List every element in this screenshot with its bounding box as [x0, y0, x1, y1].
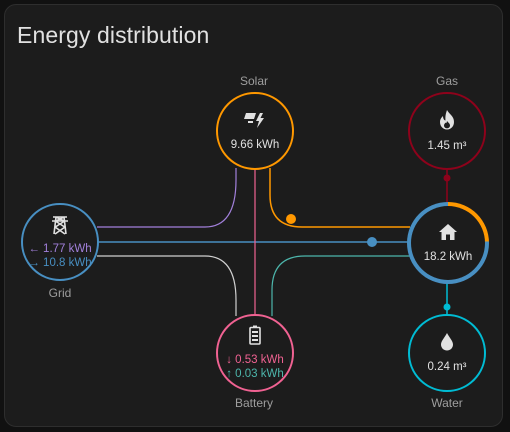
home-node[interactable]: 18.2 kWh: [411, 206, 485, 280]
water-home-flow-dot: [443, 303, 451, 311]
battery-label: Battery: [234, 396, 273, 410]
solar-node[interactable]: 9.66 kWh: [216, 92, 294, 170]
battery-out-value: ↓ 0.53 kWh: [226, 354, 284, 366]
solar-power-icon: [244, 111, 266, 134]
battery-home-flow: [271, 255, 410, 316]
gas-value: 1.45 m³: [427, 139, 467, 152]
grid-label: Grid: [48, 286, 72, 300]
solar-home-flow-dot: [286, 214, 296, 224]
battery-in-value: ↑ 0.03 kWh: [226, 368, 284, 380]
card-title: Energy distribution: [17, 22, 210, 48]
grid-home-flow-dot: [367, 237, 377, 247]
water-label: Water: [431, 396, 463, 410]
gas-home-flow-dot: [443, 174, 451, 182]
water-value: 0.24 m³: [427, 360, 467, 373]
battery-node[interactable]: ↓ 0.53 kWh ↑ 0.03 kWh: [216, 314, 294, 392]
battery-icon: [249, 325, 261, 350]
fire-icon: [438, 109, 456, 135]
grid-consumption-value: ← 1.77 kWh: [28, 242, 92, 255]
solar-label: Solar: [239, 74, 268, 88]
solar-grid-flow: [97, 168, 237, 228]
home-value: 18.2 kWh: [423, 250, 473, 263]
home-icon: [438, 223, 458, 246]
water-drop-icon: [440, 332, 454, 356]
grid-node[interactable]: ← 1.77 kWh → 10.8 kWh: [21, 203, 99, 281]
grid-return-value: → 10.8 kWh: [28, 256, 92, 269]
solar-home-flow: [269, 168, 410, 228]
transmission-tower-icon: [50, 215, 70, 240]
solar-value: 9.66 kWh: [230, 138, 280, 151]
gas-label: Gas: [435, 74, 458, 88]
gas-node[interactable]: 1.45 m³: [408, 92, 486, 170]
grid-battery-flow: [97, 255, 237, 316]
water-node[interactable]: 0.24 m³: [408, 314, 486, 392]
